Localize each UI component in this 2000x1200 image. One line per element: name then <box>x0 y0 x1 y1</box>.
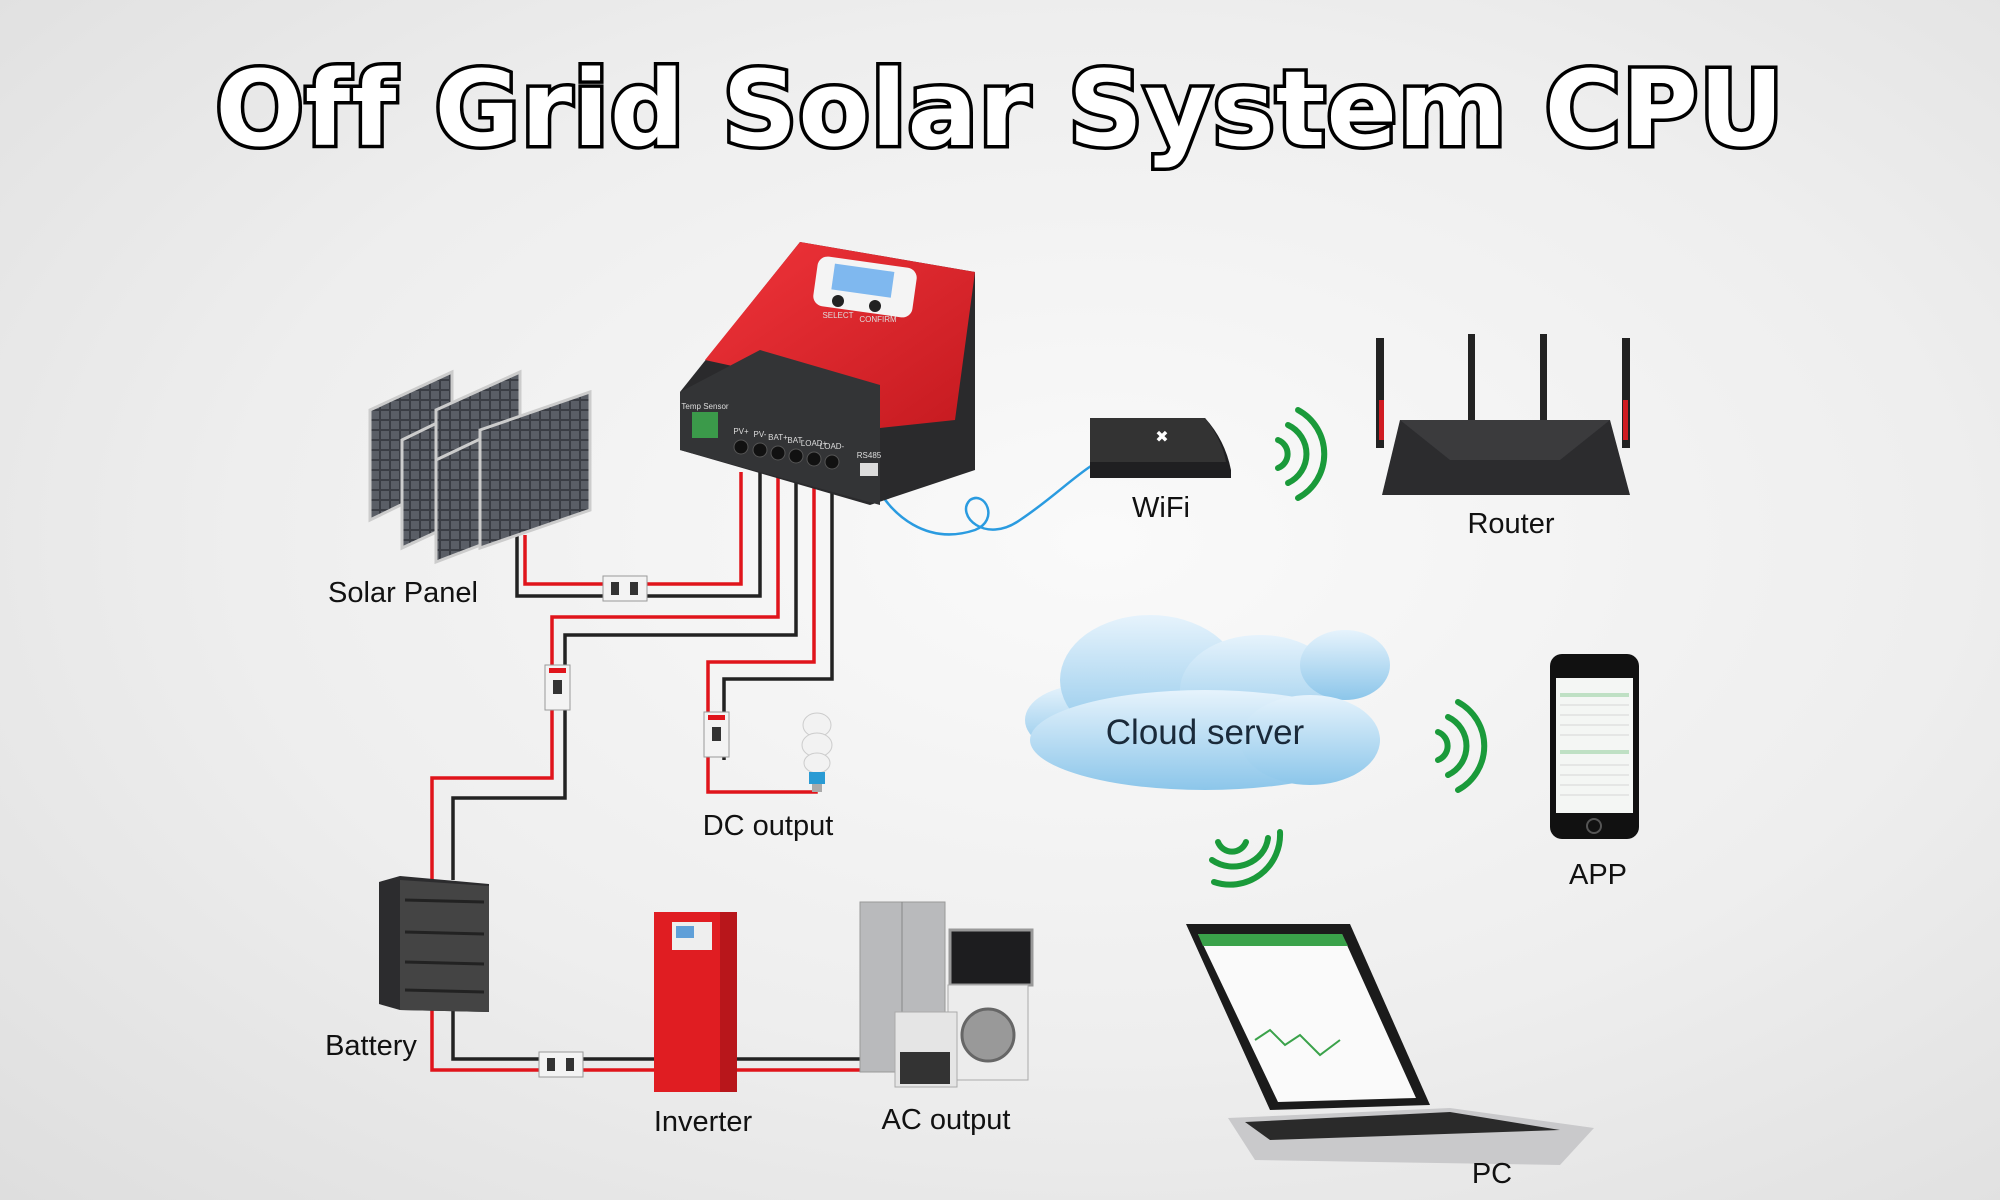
terminal-load-neg: LOAD- <box>820 442 845 451</box>
cloud-icon <box>1025 615 1390 790</box>
solar-panel-image <box>368 369 592 565</box>
temp-sensor-label: Temp Sensor <box>681 402 728 411</box>
battery-breaker <box>544 664 571 711</box>
load-breaker <box>703 711 730 758</box>
diagram-title: Off Grid Solar System CPU <box>215 48 1784 170</box>
dc-output-label: DC output <box>703 810 834 842</box>
battery-bank-image <box>379 876 489 1012</box>
router-label: Router <box>1467 508 1554 540</box>
breakers <box>538 575 730 1078</box>
solar-panel-label: Solar Panel <box>328 577 478 609</box>
pv-breaker <box>602 575 648 602</box>
terminal-bat-neg: BAT- <box>787 436 805 445</box>
terminal-pv-neg: PV- <box>754 430 767 439</box>
smartphone-image <box>1550 654 1639 839</box>
rs485-label: RS485 <box>857 451 882 460</box>
pc-label: PC <box>1472 1158 1512 1190</box>
inverter-label: Inverter <box>654 1106 753 1138</box>
dc-load-bulb-image <box>801 712 833 792</box>
bat-negative-wire <box>451 472 798 880</box>
app-signal-icon <box>1435 699 1488 793</box>
wifi-label: WiFi <box>1132 492 1190 524</box>
inverter-breaker <box>538 1051 584 1078</box>
battery-label: Battery <box>325 1030 417 1062</box>
router-image <box>1376 334 1630 495</box>
wifi-module-image: ✖ <box>1090 418 1231 478</box>
cloud-server-label: Cloud server <box>1106 713 1305 752</box>
select-button-label: SELECT <box>822 311 853 320</box>
laptop-image <box>1186 924 1594 1165</box>
pc-signal-icon <box>1209 829 1284 888</box>
rs485-data-cable <box>867 464 1092 536</box>
confirm-button-label: CONFIRM <box>859 315 897 324</box>
app-label: APP <box>1569 859 1627 891</box>
wifi-logo-icon: ✖ <box>1155 429 1168 446</box>
terminal-bat-pos: BAT+ <box>768 433 788 442</box>
ac-output-label: AC output <box>882 1104 1011 1136</box>
terminal-pv-pos: PV+ <box>733 427 749 436</box>
rs485-port <box>860 463 878 476</box>
temp-sensor-terminal <box>692 412 718 438</box>
terminal-load-pos: LOAD+ <box>801 439 828 448</box>
wifi-signal-icon <box>1275 407 1328 501</box>
mppt-controller-image: SELECT CONFIRM Temp Sensor PV+ PV- BAT+ … <box>680 242 975 505</box>
inverter-image <box>654 912 737 1092</box>
ac-appliances-image <box>859 901 1034 1088</box>
